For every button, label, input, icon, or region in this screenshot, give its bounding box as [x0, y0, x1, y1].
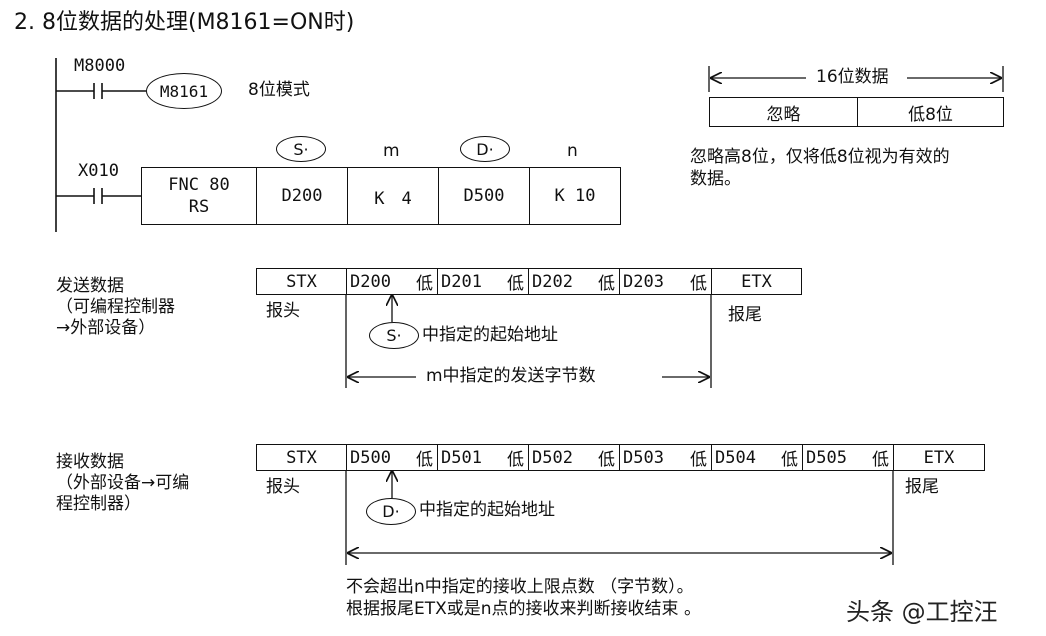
contact-m8000-label: M8000 — [74, 56, 126, 76]
recv-tail-label: 报尾 — [905, 477, 939, 497]
send-etx-cell: ETX — [711, 268, 802, 295]
coil-description: 8位模式 — [248, 80, 310, 100]
bits16-label: 16位数据 — [816, 67, 889, 87]
send-start-badge: S· — [369, 322, 419, 349]
recv-title: 接收数据 — [56, 452, 124, 472]
operand-s-badge: S· — [276, 136, 326, 162]
coil-label: M8161 — [159, 81, 209, 101]
instruction-d-operand: D500 — [438, 167, 530, 225]
send-tail-label: 报尾 — [728, 305, 762, 325]
bits16-note: 忽略高8位，仅将低8位视为有效的 数据。 — [690, 147, 950, 189]
operand-n-label: n — [567, 141, 578, 161]
send-header-label: 报头 — [266, 301, 300, 321]
send-stx-cell: STX — [256, 268, 347, 295]
instruction-m-operand: K 4 — [347, 167, 439, 225]
recv-note: 不会超出n中指定的接收上限点数 （字节数）。 根据报尾ETX或是n点的接收来判断… — [346, 577, 701, 619]
bits16-ignore-cell: 忽略 — [709, 97, 858, 127]
page-title: 2. 8位数据的处理(M8161=ON时) — [14, 10, 355, 35]
send-title: 发送数据 — [56, 276, 124, 296]
contact-x010-label: X010 — [78, 161, 119, 181]
operand-m-label: m — [383, 141, 400, 161]
instruction-fnc80: FNC 80 RS — [141, 167, 257, 225]
operand-d-badge: D· — [460, 136, 510, 162]
coil-m8161: M8161 — [146, 73, 222, 109]
bits16-low8-cell: 低8位 — [857, 97, 1004, 127]
send-title-block: 发送数据 （可编程控制器 →外部设备） — [56, 276, 175, 338]
recv-stx-cell: STX — [256, 444, 347, 471]
send-start-text: 中指定的起始地址 — [422, 325, 558, 345]
instruction-s-operand: D200 — [256, 167, 348, 225]
recv-header-label: 报头 — [266, 477, 300, 497]
recv-etx-cell: ETX — [893, 444, 985, 471]
recv-title-block: 接收数据 （外部设备→可编 程控制器） — [56, 452, 190, 514]
instruction-n-operand: K 10 — [529, 167, 621, 225]
send-range-text: m中指定的发送字节数 — [426, 366, 596, 386]
recv-start-badge: D· — [366, 498, 416, 525]
watermark: 头条 @工控汪 — [846, 598, 998, 626]
recv-start-text: 中指定的起始地址 — [419, 500, 555, 520]
